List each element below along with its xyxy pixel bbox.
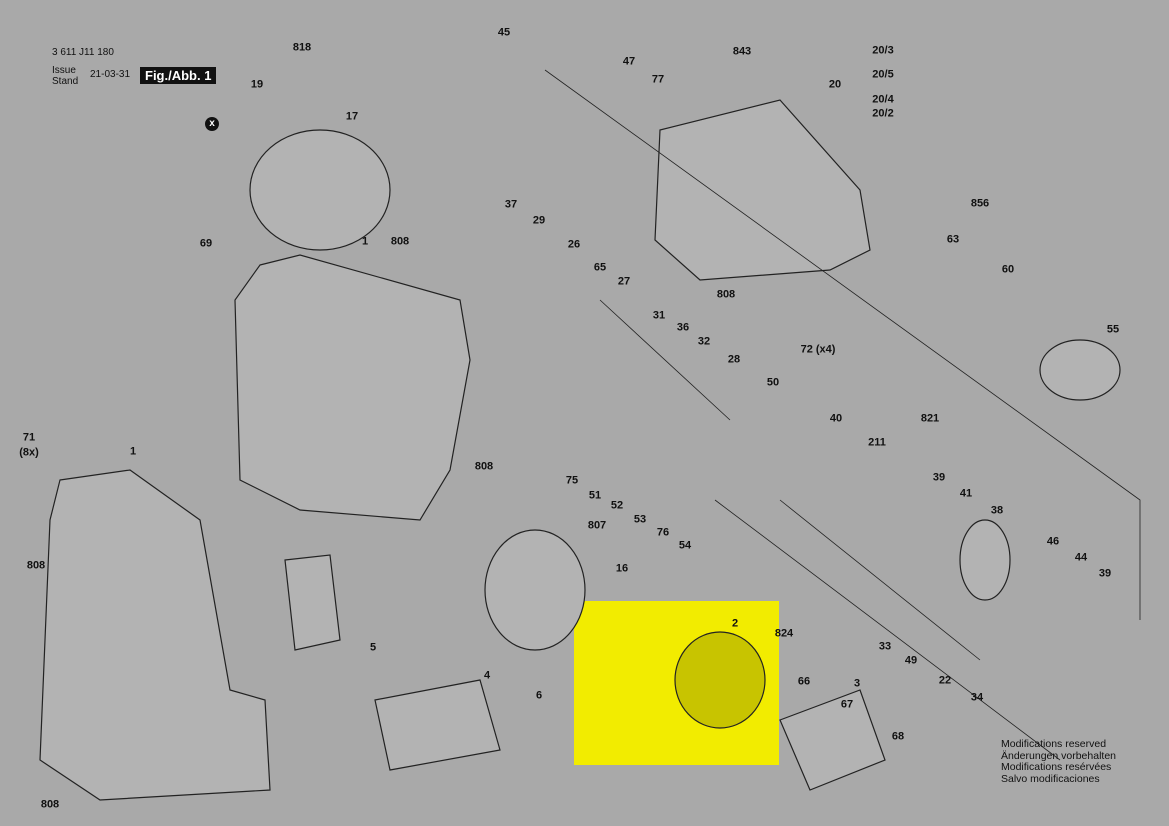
part-label[interactable]: 818 — [292, 41, 312, 54]
part-label[interactable]: 808 — [390, 235, 410, 248]
part-label[interactable]: 71 — [22, 431, 36, 444]
part-label[interactable]: 22 — [938, 674, 952, 687]
modifications-notice: Modifications reserved Änderungen vorbeh… — [1001, 738, 1117, 785]
part-label[interactable]: 824 — [774, 627, 794, 640]
part-label[interactable]: 41 — [959, 487, 973, 500]
part-label[interactable]: 51 — [588, 489, 602, 502]
x-marker-icon: x — [205, 117, 219, 131]
part-label[interactable]: 44 — [1074, 551, 1088, 564]
part-label[interactable]: 4 — [483, 669, 491, 682]
rotor — [779, 689, 886, 791]
part-label[interactable]: 2 — [731, 617, 739, 630]
part-label[interactable]: (8x) — [19, 446, 39, 459]
part-label[interactable]: 1 — [129, 445, 137, 458]
part-label[interactable]: 47 — [622, 55, 636, 68]
part-label[interactable]: 19 — [250, 78, 264, 91]
gear-housing — [654, 99, 871, 281]
part-label[interactable]: 65 — [593, 261, 607, 274]
part-label[interactable]: 808 — [26, 559, 46, 572]
part-label[interactable]: 39 — [1098, 567, 1112, 580]
part-label[interactable]: 60 — [1001, 263, 1015, 276]
part-label[interactable]: 1 — [361, 235, 369, 248]
part-label[interactable]: 36 — [676, 321, 690, 334]
housing-front — [39, 469, 271, 801]
part-label[interactable]: 808 — [716, 288, 736, 301]
part-label[interactable]: 20/3 — [872, 44, 894, 57]
part-label[interactable]: 37 — [504, 198, 518, 211]
part-label[interactable]: 40 — [829, 412, 843, 425]
motor-cover — [484, 529, 586, 651]
part-label[interactable]: 46 — [1046, 535, 1060, 548]
bearing-plate — [249, 129, 391, 251]
stand-label: Stand — [52, 76, 79, 87]
part-label[interactable]: 76 — [656, 526, 670, 539]
part-label[interactable]: 34 — [970, 691, 984, 704]
modifications-de: Änderungen vorbehalten — [1001, 749, 1117, 762]
part-label[interactable]: 20/4 — [872, 93, 894, 106]
part-label[interactable]: 211 — [868, 436, 886, 449]
part-label[interactable]: 67 — [840, 698, 854, 711]
part-label[interactable]: 38 — [990, 504, 1004, 517]
stator — [674, 631, 766, 729]
part-label[interactable]: 33 — [878, 640, 892, 653]
part-label[interactable]: 75 — [565, 474, 579, 487]
modifications-en: Modifications reserved — [1001, 738, 1107, 750]
modifications-es: Salvo modificaciones — [1001, 772, 1100, 785]
part-label[interactable]: 856 — [970, 197, 990, 210]
part-label[interactable]: 63 — [946, 233, 960, 246]
part-label[interactable]: 821 — [920, 412, 940, 425]
gear-38 — [959, 519, 1011, 601]
modifications-fr: Modifications resérvées — [1001, 761, 1112, 773]
part-number: 3 611 J11 180 — [52, 47, 114, 58]
part-label[interactable]: 31 — [652, 309, 666, 322]
part-label[interactable]: 77 — [651, 73, 665, 86]
part-label[interactable]: 29 — [532, 214, 546, 227]
part-label[interactable]: 28 — [727, 353, 741, 366]
part-label[interactable]: 53 — [633, 513, 647, 526]
part-label[interactable]: 5 — [369, 641, 377, 654]
part-label[interactable]: 807 — [587, 519, 607, 532]
switch — [284, 554, 341, 651]
part-label[interactable]: 6 — [535, 689, 543, 702]
part-label[interactable]: 20/2 — [872, 107, 894, 120]
part-label[interactable]: 45 — [497, 26, 511, 39]
part-label[interactable]: 39 — [932, 471, 946, 484]
part-label[interactable]: 72 (x4) — [800, 343, 836, 356]
part-label[interactable]: 17 — [345, 110, 359, 123]
part-label[interactable]: 66 — [797, 675, 811, 688]
part-label[interactable]: 20/5 — [872, 68, 894, 81]
electronics-4 — [374, 679, 501, 771]
guide-lines — [544, 69, 1141, 761]
issue-date: 21-03-31 — [90, 69, 131, 80]
part-label[interactable]: 68 — [891, 730, 905, 743]
figure-label: Fig./Abb. 1 — [140, 67, 217, 84]
part-label[interactable]: 52 — [610, 499, 624, 512]
housing-left — [234, 254, 471, 521]
part-label[interactable]: 69 — [199, 237, 213, 250]
part-label[interactable]: 32 — [697, 335, 711, 348]
part-label[interactable]: 50 — [766, 376, 780, 389]
part-label[interactable]: 20 — [828, 78, 842, 91]
issue-label: Issue — [52, 65, 76, 76]
part-label[interactable]: 55 — [1106, 323, 1120, 336]
part-label[interactable]: 26 — [567, 238, 581, 251]
part-label[interactable]: 843 — [732, 45, 752, 58]
part-label[interactable]: 54 — [678, 539, 692, 552]
part-label[interactable]: 49 — [904, 654, 918, 667]
part-label[interactable]: 3 — [853, 677, 861, 690]
part-label[interactable]: 808 — [474, 460, 494, 473]
part-label[interactable]: 808 — [40, 798, 60, 811]
part-label[interactable]: 16 — [615, 562, 629, 575]
part-label[interactable]: 27 — [617, 275, 631, 288]
chuck-55 — [1039, 339, 1121, 401]
